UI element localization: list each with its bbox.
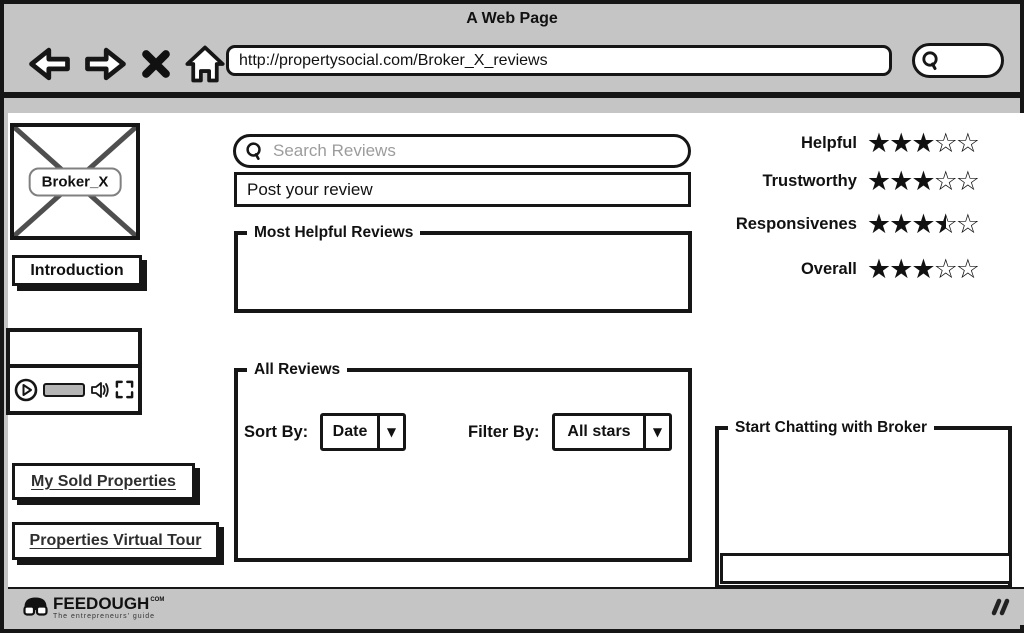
star-full-icon: ★ — [866, 253, 891, 285]
star-empty-icon: ☆ — [955, 127, 980, 159]
brand-name: FEEDOUGH — [53, 593, 150, 613]
search-reviews-input[interactable] — [273, 141, 688, 161]
page-title: A Web Page — [466, 10, 558, 27]
close-icon[interactable] — [140, 48, 172, 80]
star-full-icon: ★ — [866, 127, 891, 159]
star-empty-icon: ☆ — [933, 253, 958, 285]
fullscreen-icon[interactable] — [115, 380, 134, 399]
star-empty-icon: ☆ — [933, 127, 958, 159]
page-content: Broker_X Introduction — [6, 113, 1024, 592]
media-controls — [10, 364, 138, 411]
forward-icon[interactable] — [84, 46, 127, 82]
star-empty-icon: ☆ — [955, 165, 980, 197]
sort-by-dropdown[interactable]: Date ▼ — [320, 413, 406, 451]
most-helpful-reviews-panel: Most Helpful Reviews — [234, 224, 692, 313]
rating-row-responsiveness: Responsivenes ★★★☆★☆ — [735, 208, 980, 240]
star-full-icon: ★ — [866, 208, 891, 240]
filter-by-value: All stars — [567, 423, 631, 440]
sort-by-label: Sort By: — [244, 423, 309, 441]
titlebar: A Web Page — [4, 4, 1020, 34]
chat-messages-area — [719, 437, 1012, 585]
resize-grip-icon[interactable] — [986, 597, 1010, 617]
browser-toolbar — [4, 34, 1020, 98]
star-rating: ★★★☆☆ — [866, 165, 980, 197]
star-full-icon: ★ — [889, 165, 913, 197]
post-review-field[interactable]: Post your review — [234, 172, 691, 207]
browser-search-box[interactable] — [912, 43, 1004, 78]
broker-image-label: Broker_X — [28, 167, 122, 196]
media-screen — [10, 332, 138, 364]
star-empty-icon: ☆ — [955, 208, 980, 240]
play-icon[interactable] — [14, 378, 38, 402]
chevron-down-icon: ▼ — [377, 416, 403, 448]
feedough-logo: FEEDOUGH COM The entrepreneurs' guide — [22, 595, 164, 620]
star-rating: ★★★☆☆ — [866, 127, 980, 159]
footer-bar: FEEDOUGH COM The entrepreneurs' guide — [8, 589, 1024, 625]
all-reviews-panel: All Reviews Sort By: Date ▼ Filter By: A… — [234, 361, 692, 562]
brand-suffix: COM — [150, 596, 165, 603]
star-full-icon: ★ — [911, 253, 935, 285]
star-full-icon: ★ — [889, 127, 913, 159]
most-helpful-reviews-title: Most Helpful Reviews — [254, 224, 414, 241]
star-full-icon: ★ — [889, 208, 913, 240]
chat-panel: Start Chatting with Broker — [715, 419, 1012, 589]
rating-row-overall: Overall ★★★☆☆ — [800, 253, 980, 285]
progress-bar[interactable] — [43, 382, 85, 397]
feedough-face-icon — [23, 597, 48, 616]
audio-player — [6, 328, 142, 415]
home-icon[interactable] — [185, 44, 225, 84]
star-full-icon: ★ — [866, 165, 891, 197]
search-reviews-box — [233, 134, 691, 168]
search-icon — [246, 141, 261, 160]
nav-icons — [28, 38, 225, 90]
rating-row-trustworthy: Trustworthy ★★★☆☆ — [762, 165, 980, 197]
chat-message-input[interactable] — [720, 553, 1012, 584]
star-empty-icon: ☆ — [955, 253, 980, 285]
rating-row-helpful: Helpful ★★★☆☆ — [800, 127, 980, 159]
star-rating: ★★★☆★☆ — [866, 208, 980, 240]
star-empty-icon: ☆ — [933, 165, 958, 197]
star-rating: ★★★☆☆ — [866, 253, 980, 285]
star-full-icon: ★ — [911, 127, 935, 159]
back-icon[interactable] — [28, 46, 71, 82]
search-icon — [922, 50, 938, 70]
star-half-icon: ☆★ — [933, 208, 958, 240]
all-reviews-title: All Reviews — [254, 361, 341, 378]
brand-tagline: The entrepreneurs' guide — [53, 612, 155, 620]
url-input[interactable] — [226, 45, 892, 76]
broker-image-placeholder: Broker_X — [10, 123, 140, 240]
volume-icon[interactable] — [90, 380, 110, 400]
filter-by-dropdown[interactable]: All stars ▼ — [552, 413, 672, 451]
introduction-button[interactable]: Introduction — [12, 255, 142, 286]
star-full-icon: ★ — [889, 253, 913, 285]
filter-by-label: Filter By: — [468, 423, 540, 441]
chevron-down-icon: ▼ — [643, 416, 669, 448]
properties-virtual-tour-button[interactable]: Properties Virtual Tour — [12, 522, 219, 560]
star-full-icon: ★ — [911, 208, 935, 240]
chat-panel-title: Start Chatting with Broker — [735, 419, 928, 436]
my-sold-properties-button[interactable]: My Sold Properties — [12, 463, 195, 500]
star-full-icon: ★ — [911, 165, 935, 197]
sort-by-value: Date — [332, 423, 368, 440]
